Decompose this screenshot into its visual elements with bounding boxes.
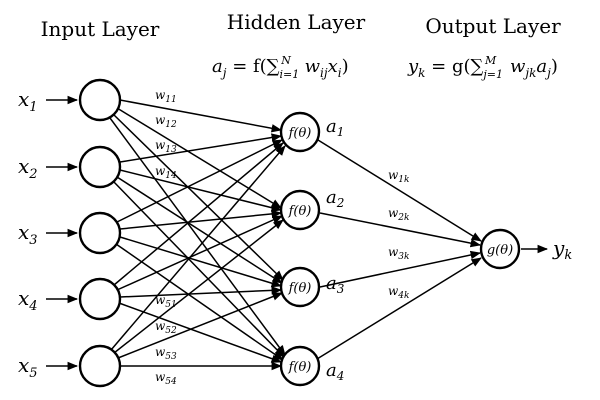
edge-x4-a3 <box>119 286 283 298</box>
hidden-func-a2: f(θ) <box>288 204 312 219</box>
input-label-x3: x3 <box>18 220 38 248</box>
hidden-label-a1: a1 <box>326 116 344 139</box>
hidden-node-a2 <box>279 189 321 231</box>
edge-x5-a3 <box>117 292 283 359</box>
edge-x1-a4 <box>109 117 286 356</box>
weight-label-w13: w13 <box>155 138 177 155</box>
edge-a3-yk <box>319 250 482 288</box>
input-arrows <box>46 95 79 371</box>
output-node <box>479 228 521 270</box>
input-node-x4 <box>78 277 122 321</box>
edge-x4-a1 <box>113 142 284 286</box>
hidden-to-output-edges <box>316 139 482 360</box>
edge-x5-a1 <box>110 145 286 351</box>
input-node-x2 <box>78 145 122 189</box>
hidden-label-a4: a4 <box>326 360 344 383</box>
input-node-x3 <box>78 211 122 255</box>
weight-label-w53: w53 <box>155 345 177 362</box>
edge-x2-a1 <box>119 133 283 163</box>
hidden-label-a2: a2 <box>326 187 344 210</box>
hidden-layer-title: Hidden Layer <box>227 10 366 34</box>
hidden-func-a4: f(θ) <box>288 360 312 375</box>
output-layer-formula: yk = g(∑j=1M wjkaj) <box>407 54 558 81</box>
weight-label-w14: w14 <box>155 164 177 181</box>
edge-x1-a3 <box>112 113 284 281</box>
weight-label-w12: w12 <box>155 113 177 130</box>
input-label-x5: x5 <box>18 353 38 381</box>
input-node-x5 <box>78 344 122 388</box>
weight-label-w2k: w2k <box>388 206 409 223</box>
weight-label-w4k: w4k <box>388 284 409 301</box>
weight-label-w3k: w3k <box>388 245 409 262</box>
weight-label-w51: w51 <box>155 293 177 310</box>
hidden-func-a3: f(θ) <box>288 281 312 296</box>
edge-x3-a1 <box>116 139 283 223</box>
output-layer-title: Output Layer <box>425 14 561 38</box>
input-label-x1: x1 <box>18 87 38 115</box>
edge-x3-a2 <box>119 209 283 230</box>
edge-x4-a2 <box>116 215 283 291</box>
weight-label-w11: w11 <box>155 88 177 105</box>
input-label-x2: x2 <box>18 154 38 182</box>
input-to-hidden-edges <box>109 99 286 371</box>
input-label-x4: x4 <box>18 286 38 314</box>
output-func: g(θ) <box>487 243 513 258</box>
hidden-layer-formula: aj = f(∑i=1N wijxi) <box>212 54 349 81</box>
weight-label-w52: w52 <box>155 319 177 336</box>
edge-x3-a3 <box>119 236 283 288</box>
output-label-yk: yk <box>552 236 572 263</box>
weight-label-w54: w54 <box>155 370 177 387</box>
edge-a2-yk <box>319 212 482 248</box>
edge-x1-a1 <box>119 99 283 133</box>
edge-x1-a2 <box>116 107 282 209</box>
edge-x2-a3 <box>116 176 283 284</box>
hidden-node-a3 <box>279 266 321 308</box>
hidden-func-a1: f(θ) <box>288 126 312 141</box>
hidden-node-a4 <box>279 345 321 387</box>
input-layer-title: Input Layer <box>41 17 160 41</box>
weight-label-w1k: w1k <box>388 168 409 185</box>
edge-x3-a4 <box>115 243 284 361</box>
edge-x5-a2 <box>113 219 284 354</box>
edge-x4-a4 <box>118 302 282 363</box>
edge-x2-a4 <box>112 180 285 358</box>
hidden-node-a1 <box>279 111 321 153</box>
edge-a4-yk <box>316 257 482 360</box>
input-node-x1 <box>78 78 122 122</box>
edge-x2-a2 <box>119 169 283 212</box>
edge-a1-yk <box>317 139 482 242</box>
hidden-label-a3: a3 <box>326 273 345 296</box>
